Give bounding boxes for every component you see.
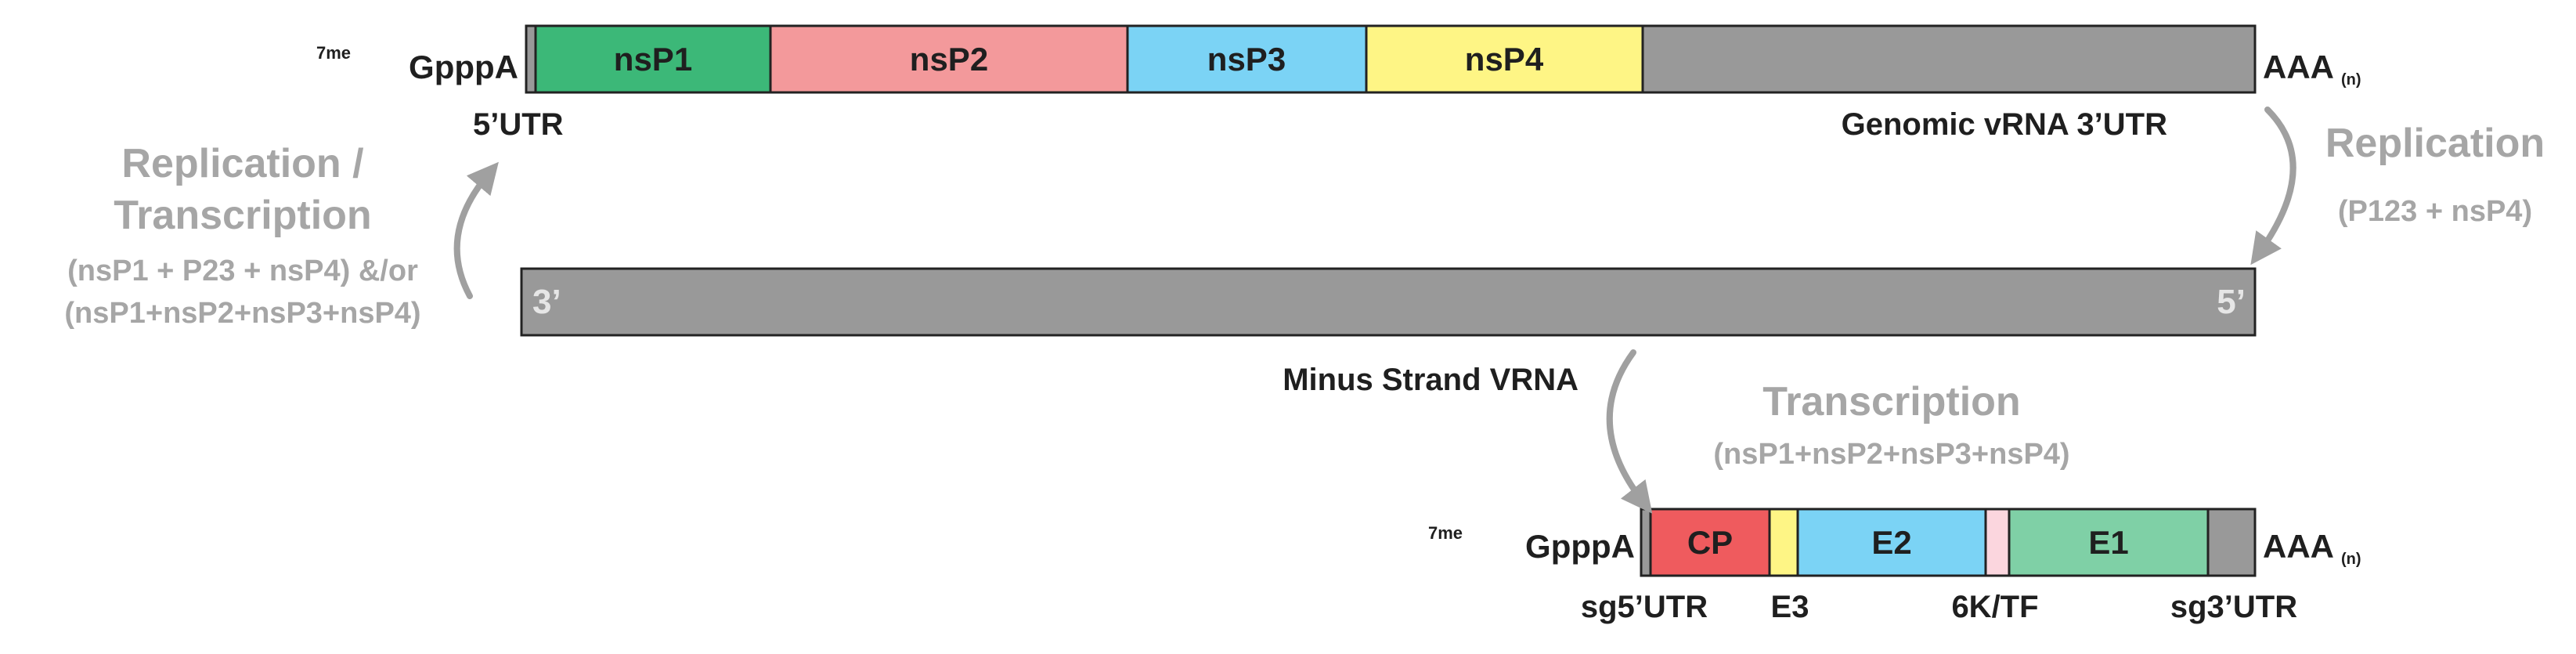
sg-5utr-label: sg5’UTR: [1581, 590, 1708, 624]
minus-strand-3end: 3’: [532, 283, 561, 321]
genomic-5utr-label: 5’UTR: [473, 107, 564, 142]
right-process-sub: (P123 + nsP4): [2338, 195, 2532, 228]
genomic-3utr-label: Genomic vRNA 3’UTR: [1842, 107, 2167, 142]
sg-segment-label-cp: CP: [1687, 524, 1733, 561]
process-bottom: Transcription (nsP1+nsP2+nsP3+nsP4): [1713, 379, 2069, 471]
sg-segment-cp: [1649, 508, 1771, 577]
minus-strand-label: Minus Strand VRNA: [1283, 363, 1578, 397]
sg-3utr-label: sg3’UTR: [2170, 590, 2297, 624]
process-arrows: [453, 107, 2296, 514]
minus-strand-rna: 3’ 5’ Minus Strand VRNA: [520, 267, 2257, 397]
sg-6ktf-label: 6K/TF: [1951, 590, 2038, 624]
left-curved-arrow: [453, 161, 499, 299]
genomic-segment-label-nsp1: nsP1: [614, 41, 692, 78]
genomic-rna: 7me GpppA nsP1 nsP2 nsP3 nsP4 AAA (n) 5’…: [316, 24, 2361, 142]
left-process-sub-1: (nsP1 + P23 + nsP4) &/or: [67, 255, 418, 287]
sg-segment-e2: [1796, 508, 1987, 577]
genomic-cap-label: GpppA: [409, 49, 518, 85]
genomic-segment-nsp3: [1126, 24, 1368, 94]
left-process-title-1: Replication /: [121, 141, 363, 186]
sg-cap-prefix: 7me: [1428, 523, 1463, 543]
genomic-segment-nsp2: [769, 24, 1129, 94]
left-process-title-2: Transcription: [114, 193, 371, 238]
sg-segment-3utr: [2206, 508, 2257, 577]
sg-polya-label: AAA: [2263, 528, 2334, 565]
genomic-polya-label: AAA: [2263, 49, 2334, 85]
genomic-polya-sub: (n): [2341, 71, 2361, 89]
minus-strand-bar: [520, 267, 2257, 337]
process-left: Replication / Transcription (nsP1 + P23 …: [64, 141, 420, 330]
genomic-segment-label-nsp4: nsP4: [1465, 41, 1544, 78]
sg-segment-label-e2: E2: [1871, 524, 1911, 561]
sg-segment-6ktf: [1984, 508, 2011, 577]
genomic-5utr-box: [525, 24, 537, 94]
right-process-title: Replication: [2325, 121, 2545, 166]
minus-strand-5end: 5’: [2217, 283, 2246, 321]
left-process-sub-2: (nsP1+nsP2+nsP3+nsP4): [64, 297, 420, 330]
bottom-process-sub: (nsP1+nsP2+nsP3+nsP4): [1713, 438, 2069, 471]
right-curved-arrow: [2250, 107, 2296, 266]
sg-cap-label: GpppA: [1525, 528, 1635, 565]
genomic-segment-label-nsp2: nsP2: [910, 41, 988, 78]
sg-segment-e1: [2008, 508, 2210, 577]
sg-e3-label: E3: [1771, 590, 1809, 624]
bottom-process-title: Transcription: [1762, 379, 2020, 425]
subgenomic-rna: 7me GpppA CP E2 E1 AAA (n) sg5’UTR E3 6K…: [1428, 508, 2361, 624]
sg-segment-e3: [1768, 508, 1799, 577]
sg-polya-sub: (n): [2341, 551, 2361, 568]
sg-5utr-box: [1640, 508, 1652, 577]
genomic-segment-nsp1: [534, 24, 772, 94]
genomic-segment-label-nsp3: nsP3: [1207, 41, 1286, 78]
genomic-cap-prefix: 7me: [316, 43, 351, 63]
bottom-curved-arrow: [1606, 349, 1653, 514]
process-right: Replication (P123 + nsP4): [2325, 121, 2545, 228]
sg-segment-label-e1: E1: [2088, 524, 2128, 561]
genomic-segment-3utr: [1641, 24, 2257, 94]
